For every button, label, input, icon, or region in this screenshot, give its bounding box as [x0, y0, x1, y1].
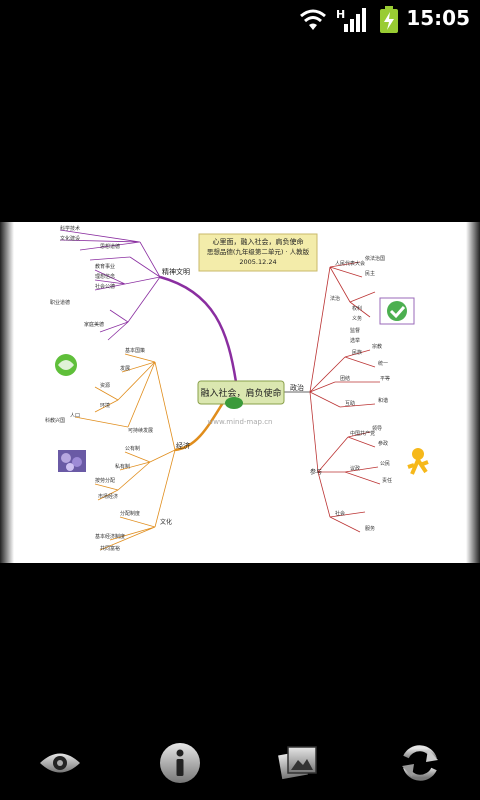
right-top-label-7: 选举 — [350, 337, 360, 344]
viewer-left-shadow — [0, 222, 14, 563]
left-mid-label-1: 发展 — [120, 365, 130, 372]
right-mid-label-2: 统一 — [378, 360, 388, 367]
left-top-label-1: 文化建设 — [60, 235, 80, 242]
clock: 15:05 — [406, 6, 470, 30]
status-bar: H 15:05 — [0, 0, 480, 38]
refresh-button[interactable] — [390, 733, 450, 793]
left-mid-label-6: 可持续发展 — [128, 427, 153, 434]
left-top-label-6: 职业道德 — [50, 299, 70, 306]
left-mid-label-5: 科教兴国 — [45, 417, 65, 424]
left-top-label-5: 社会公德 — [95, 283, 115, 290]
left-low-label-6: 共同富裕 — [100, 545, 120, 552]
branch-label-right-lower: 参与 — [310, 468, 322, 476]
flower-photo-icon — [58, 450, 86, 472]
refresh-icon — [402, 745, 438, 781]
check-badge-icon — [379, 297, 415, 325]
right-mid-label-0: 民族 — [352, 349, 362, 356]
left-mid-label-0: 基本国策 — [125, 347, 145, 354]
left-low-label-1: 私有制 — [115, 463, 130, 470]
right-low-label-6: 社会 — [335, 510, 345, 517]
mindmap-title-box — [198, 233, 318, 272]
right-low-label-1: 领导 — [372, 425, 382, 432]
left-top-label-7: 家庭美德 — [84, 321, 104, 328]
right-mid-label-5: 互助 — [345, 400, 355, 407]
left-mid-label-4: 人口 — [70, 413, 80, 419]
right-mid-label-4: 平等 — [380, 375, 390, 382]
left-top-label-2: 思想道德 — [100, 243, 120, 250]
right-low-label-7: 服务 — [365, 525, 375, 532]
wifi-icon — [300, 9, 326, 30]
gallery-icon — [278, 746, 317, 780]
mindmap-title-line-1: 心里面，融入社会，肩负使命 — [213, 237, 304, 246]
right-top-label-0: 人民代表大会 — [335, 260, 365, 267]
right-low-label-2: 参政 — [378, 440, 388, 447]
left-low-label-2: 按劳分配 — [95, 477, 115, 484]
left-top-label-4: 理想信念 — [95, 273, 115, 280]
right-low-label-0: 中国共产党 — [350, 430, 375, 437]
left-low-label-3: 市场经济 — [98, 493, 118, 500]
battery-charging-icon — [380, 6, 398, 33]
branch-label-right: 政治 — [290, 383, 304, 392]
right-mid-label-6: 和谐 — [378, 397, 388, 404]
left-low-label-0: 公有制 — [125, 445, 140, 452]
mindmap-watermark: www.mind-map.cn — [208, 418, 273, 426]
right-low-label-5: 责任 — [382, 477, 392, 484]
left-top-label-3: 教育事业 — [95, 263, 115, 270]
bottom-toolbar — [0, 725, 480, 800]
central-topic: 融入社会，肩负使命 — [200, 387, 281, 399]
right-mid-label-3: 团结 — [340, 375, 350, 382]
right-mid-label-1: 宗教 — [372, 343, 382, 350]
right-top-label-3: 法治 — [330, 295, 340, 302]
left-low-label-5: 基本经济制度 — [95, 533, 125, 540]
info-icon — [160, 743, 200, 783]
green-globe-icon — [55, 354, 77, 376]
left-top-label-0: 科学技术 — [60, 225, 80, 232]
view-button[interactable] — [30, 733, 90, 793]
left-low-label-4: 分配制度 — [120, 510, 140, 517]
mindmap-title-line-2: 思想品德(九年级第二单元) · 人教版 — [207, 247, 310, 256]
viewer-right-shadow — [466, 222, 480, 563]
eye-icon — [40, 753, 80, 773]
image-viewer[interactable]: 心里面，融入社会，肩负使命 思想品德(九年级第二单元) · 人教版 2005.1… — [0, 222, 480, 563]
mindmap-image: 心里面，融入社会，肩负使命 思想品德(九年级第二单元) · 人教版 2005.1… — [45, 225, 429, 552]
info-button[interactable] — [150, 733, 210, 793]
right-low-label-4: 公民 — [380, 461, 390, 467]
mindmap-title-line-3: 2005.12.24 — [239, 258, 276, 266]
network-type-label: H — [336, 8, 345, 21]
right-top-label-6: 监督 — [350, 327, 360, 334]
branch-label-left: 经济 — [176, 441, 190, 450]
right-top-label-2: 民主 — [365, 270, 375, 277]
right-top-label-1: 依法治国 — [365, 255, 385, 262]
left-mid-label-2: 资源 — [100, 382, 110, 389]
branch-label-top: 精神文明 — [162, 267, 190, 276]
person-figure-icon — [407, 448, 429, 475]
branch-label-left-lower: 文化 — [160, 518, 172, 526]
right-top-label-5: 义务 — [352, 315, 362, 322]
left-mid-label-3: 环境 — [100, 402, 110, 409]
right-low-label-3: 议政 — [350, 465, 360, 472]
signal-icon: H — [336, 8, 366, 32]
gallery-button[interactable] — [268, 733, 328, 793]
right-top-label-4: 权利 — [352, 305, 362, 312]
